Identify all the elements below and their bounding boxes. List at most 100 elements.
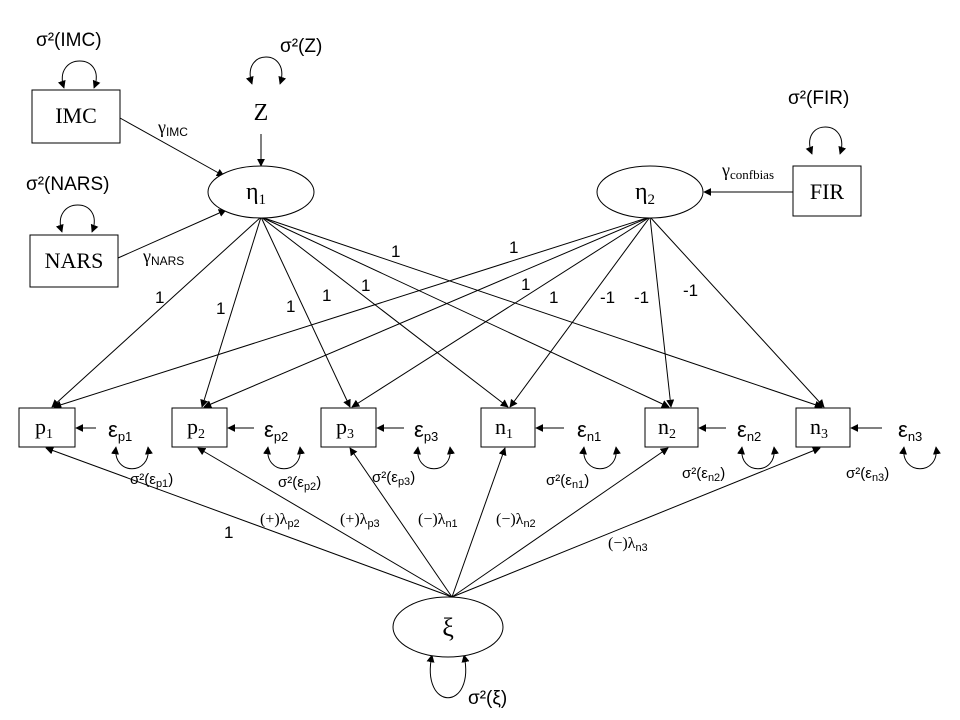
node-p1-sub: 1 <box>46 427 53 442</box>
svg-text:γIMC: γIMC <box>157 117 188 139</box>
variance-label-en1: σ²(ε <box>546 472 572 489</box>
error-sub-n3: n3 <box>908 429 922 444</box>
variance-loop-en3 <box>899 446 941 470</box>
node-eta1-sub: 1 <box>259 192 267 208</box>
svg-text:εn1: εn1 <box>577 417 601 444</box>
loading-eta1-n1: 1 <box>322 286 331 305</box>
variance-label-en3: σ²(ε <box>846 465 872 482</box>
loading-eta1-p2: 1 <box>216 299 225 318</box>
error-label-n3: ε <box>898 417 908 442</box>
svg-text:(−)λn2: (−)λn2 <box>496 511 536 530</box>
node-xi-label: ξ <box>442 613 454 642</box>
svg-text:σ²(εp3): σ²(εp3) <box>372 469 415 488</box>
svg-text:σ²(εn1): σ²(εn1) <box>546 472 589 491</box>
variance-loop-imc <box>57 60 101 89</box>
node-n2-sub: 2 <box>669 427 676 442</box>
lambda-label-n1: (−)λ <box>418 511 446 528</box>
gamma-sub-nars: NARS <box>151 254 184 268</box>
node-eta1-label: η <box>246 179 259 205</box>
variance-loop-ep3 <box>413 446 455 470</box>
node-imc-label: IMC <box>55 103 97 128</box>
edge-xi-p2 <box>197 447 453 598</box>
node-nars-label: NARS <box>45 248 104 273</box>
edge-eta2-p3 <box>351 216 651 408</box>
variance-label-imc: σ²(IMC) <box>36 30 102 51</box>
svg-text:η1: η1 <box>246 179 266 208</box>
svg-text:εn3: εn3 <box>898 417 922 444</box>
svg-text:εp2: εp2 <box>264 417 288 444</box>
variance-close-en2: ) <box>720 465 725 482</box>
edge-eta2-n1 <box>509 216 651 408</box>
gamma-sub-imc: IMC <box>166 125 188 139</box>
error-label-n2: ε <box>737 417 747 442</box>
node-nars: NARS <box>29 234 119 288</box>
svg-text:εn2: εn2 <box>737 417 761 444</box>
edge-eta1-n3 <box>260 216 823 409</box>
variance-label-z: σ²(Z) <box>280 36 322 57</box>
variance-label-nars: σ²(NARS) <box>26 174 110 195</box>
lambda-label-p3: (+)λ <box>340 511 368 528</box>
node-p3-label: p <box>336 414 347 439</box>
edge-eta1-n2 <box>260 216 670 408</box>
variance-loop-en2 <box>737 446 779 470</box>
loading-eta1-p1: 1 <box>155 288 164 307</box>
node-eta2: η2 <box>596 165 704 219</box>
error-label-p2: ε <box>264 417 274 442</box>
variance-sub-en3: n3 <box>872 472 884 484</box>
edge-eta2-n3 <box>649 216 825 408</box>
lambda-label-n2: (−)λ <box>496 511 524 528</box>
node-eta1: η1 <box>207 165 315 219</box>
node-z-label: Z <box>254 100 269 126</box>
node-xi: ξ <box>392 596 504 658</box>
node-n2-label: n <box>658 414 669 439</box>
loading-eta1-n2: 1 <box>361 276 370 295</box>
node-p2-label: p <box>187 414 198 439</box>
node-n1-label: n <box>495 414 506 439</box>
gamma-label-imc: γ <box>157 117 166 137</box>
loading-eta2-n1: -1 <box>600 288 615 307</box>
node-imc: IMC <box>31 89 121 144</box>
variance-sub-en2: n2 <box>708 472 720 484</box>
loading-eta1-n3: 1 <box>391 242 400 261</box>
variance-sub-ep3: p3 <box>398 476 410 488</box>
edge-eta1-p2 <box>200 216 262 408</box>
node-n3-sub: 3 <box>821 427 828 442</box>
error-label-p3: ε <box>414 417 424 442</box>
node-n3: n3 <box>795 407 851 448</box>
svg-text:γNARS: γNARS <box>142 246 184 268</box>
edge-imc-eta1 <box>119 117 225 177</box>
node-fir-label: FIR <box>810 179 845 204</box>
edge-xi-n1 <box>451 447 507 598</box>
edge-eta1-p1 <box>51 216 262 408</box>
svg-text:p1: p1 <box>35 414 53 442</box>
edge-eta2-p2 <box>203 216 651 408</box>
svg-text:n2: n2 <box>658 414 676 442</box>
svg-text:η2: η2 <box>635 179 655 208</box>
node-p1-label: p <box>35 414 46 439</box>
edge-nars-eta1 <box>117 209 227 259</box>
variance-label-en2: σ²(ε <box>682 465 708 482</box>
node-n1-sub: 1 <box>506 427 513 442</box>
node-p3: p3 <box>320 407 377 448</box>
node-eta2-sub: 2 <box>648 192 656 208</box>
variance-sub-ep2: p2 <box>304 481 316 493</box>
svg-text:σ²(εp2): σ²(εp2) <box>278 474 321 493</box>
variance-close-en1: ) <box>584 472 589 489</box>
edge-xi-p1 <box>45 446 453 598</box>
svg-text:γconfbias: γconfbias <box>721 160 774 182</box>
node-fir: FIR <box>792 165 862 217</box>
lambda-sub-p3: p3 <box>367 518 379 530</box>
svg-text:εp1: εp1 <box>108 417 132 444</box>
error-sub-n1: n1 <box>587 429 601 444</box>
edge-eta2-p1 <box>53 216 651 409</box>
loading-eta2-p3: 1 <box>549 288 558 307</box>
node-n1: n1 <box>480 407 536 448</box>
variance-sub-en1: n1 <box>572 479 584 491</box>
error-sub-p1: p1 <box>118 429 132 444</box>
lambda-sub-n2: n2 <box>523 518 535 530</box>
loading-eta2-n2: -1 <box>634 288 649 307</box>
variance-loop-xi <box>426 654 470 699</box>
svg-text:(+)λp2: (+)λp2 <box>260 511 300 530</box>
